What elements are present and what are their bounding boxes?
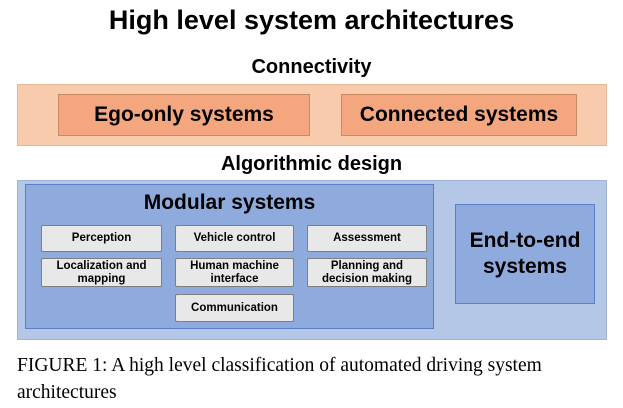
modular-systems-title: Modular systems <box>143 191 316 214</box>
module-human-machine-interface: Human machine interface <box>175 258 294 287</box>
figure-caption: FIGURE 1: A high level classification of… <box>17 355 542 403</box>
module-localization-and-mapping: Localization and mapping <box>41 258 162 287</box>
connected-systems-box: Connected systems <box>341 94 577 136</box>
modular-systems-box <box>25 184 434 329</box>
algorithmic-design-heading: Algorithmic design <box>220 152 403 175</box>
connectivity-heading: Connectivity <box>251 55 372 78</box>
module-planning-and-decision-making: Planning and decision making <box>307 258 427 287</box>
module-communication: Communication <box>175 294 294 322</box>
ego-only-systems-box: Ego-only systems <box>58 94 310 136</box>
module-vehicle-control: Vehicle control <box>175 225 294 252</box>
end-to-end-systems-box: End-to-end systems <box>455 204 595 304</box>
diagram-title: High level system architectures <box>108 4 515 35</box>
module-perception: Perception <box>41 225 162 252</box>
module-assessment: Assessment <box>307 225 427 252</box>
